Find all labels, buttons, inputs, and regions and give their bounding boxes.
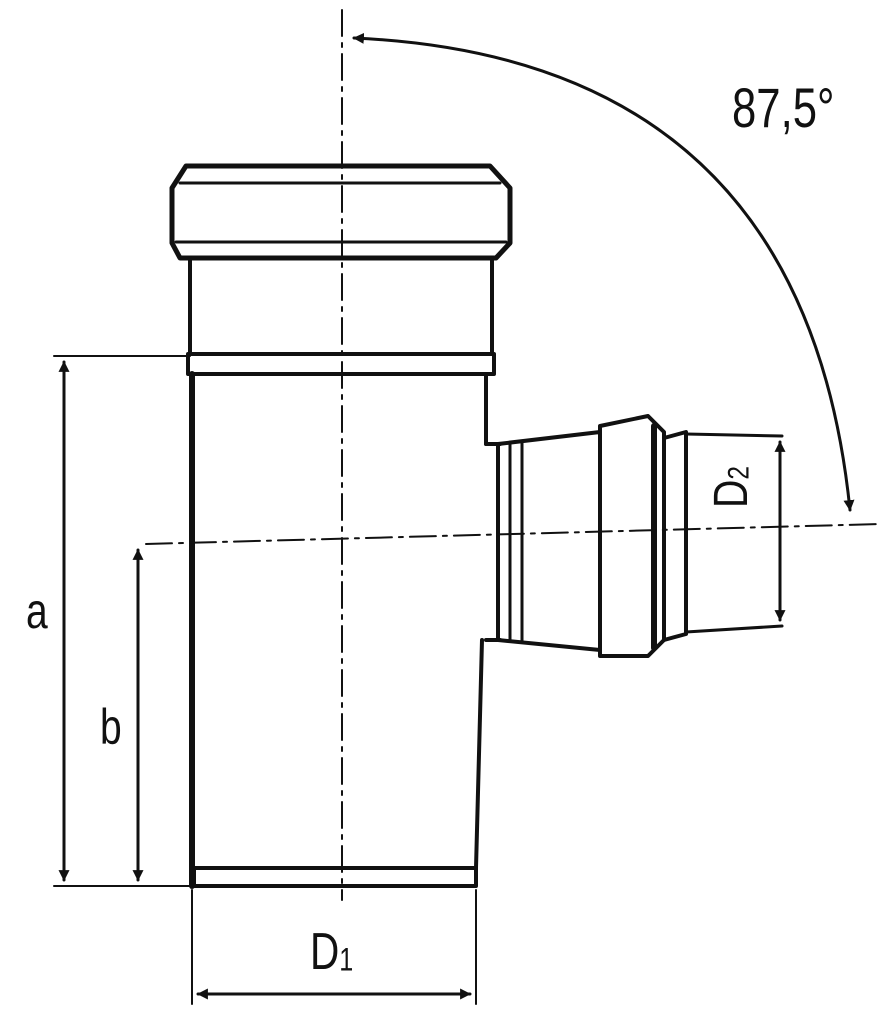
branch-spigot [496,414,784,658]
branch-axis-centreline [145,523,881,545]
extension-lines [53,355,477,1005]
dimension-d1-label: D1 [310,926,353,978]
d1-index: 1 [339,941,354,978]
d2-index: 2 [722,466,756,480]
main-body [189,371,502,889]
dimension-b-label: b [100,699,122,755]
centre-lines [145,9,881,901]
dimension-d2-label: D2 [705,466,758,508]
angle-arc [352,32,855,512]
d2-letter: D [705,479,758,508]
d1-letter: D [310,923,340,981]
angle-label: 87,5° [732,76,835,139]
dimension-a-label: a [26,583,48,639]
dimension-lines [58,32,855,1000]
